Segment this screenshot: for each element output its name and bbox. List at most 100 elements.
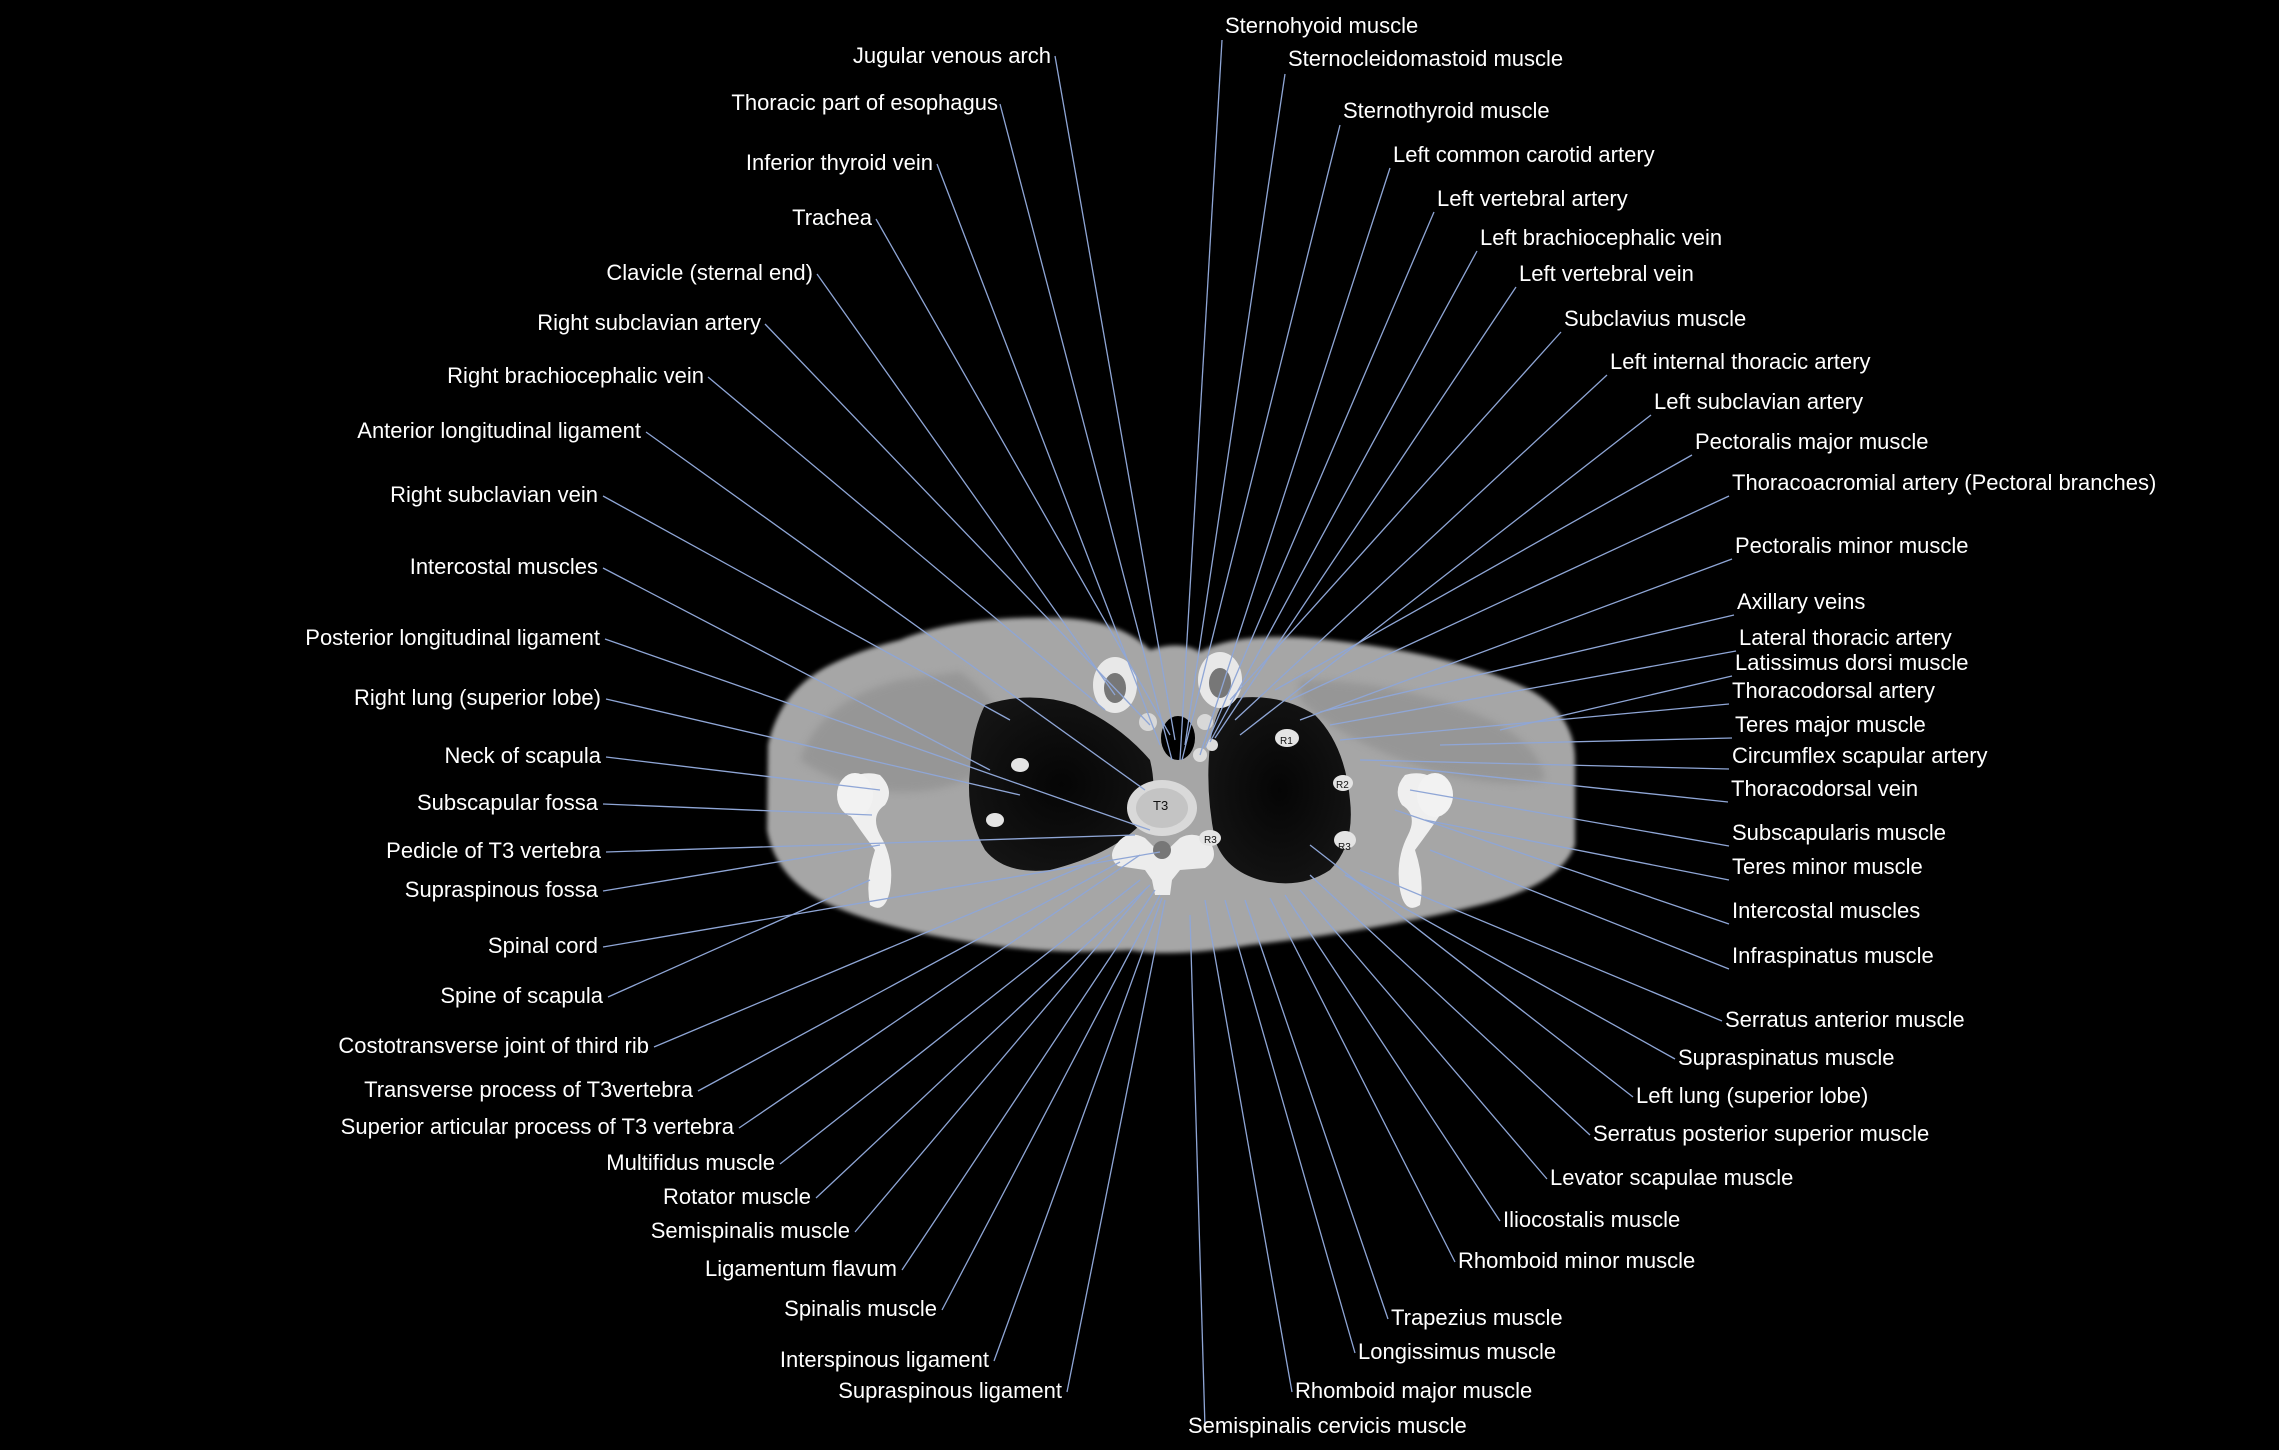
vessel xyxy=(1206,739,1218,751)
label-left-21: Rotator muscle xyxy=(663,1184,811,1209)
label-right-12: Lateral thoracic artery xyxy=(1739,625,1952,650)
label-left-1: Inferior thyroid vein xyxy=(746,150,933,175)
label-left-9: Posterior longitudinal ligament xyxy=(305,625,600,650)
label-left-16-leader-line xyxy=(607,879,871,998)
label-right-4: Left vertebral vein xyxy=(1519,261,1694,286)
label-right-20: Intercostal muscles xyxy=(1732,898,1920,923)
label-left-1-leader-line xyxy=(936,163,1161,746)
ct-cross-section: T3 R1 R2 R3 R3 xyxy=(767,617,1575,954)
label-right-18: Subscapularis muscle xyxy=(1732,820,1946,845)
label-right-15-leader-line xyxy=(1439,737,1733,746)
rib-r1 xyxy=(1275,729,1299,747)
label-right-30-leader-line xyxy=(1224,899,1356,1354)
label-right-4-leader-line xyxy=(1214,286,1517,739)
label-left-4: Right subclavian artery xyxy=(537,310,761,335)
label-top-1: Jugular venous arch xyxy=(853,43,1051,68)
label-left-23: Ligamentum flavum xyxy=(705,1256,897,1281)
label-left-16: Spine of scapula xyxy=(440,983,603,1008)
label-right-25: Serratus posterior superior muscle xyxy=(1593,1121,1929,1146)
label-top-1-leader-line xyxy=(1054,55,1176,741)
label-left-18: Transverse process of T3vertebra xyxy=(364,1077,694,1102)
label-right-17-leader-line xyxy=(1379,764,1729,803)
label-right-11-leader-line xyxy=(1319,614,1735,713)
label-left-6: Anterior longitudinal ligament xyxy=(357,418,641,443)
spinal-canal xyxy=(1153,841,1171,859)
label-left-9-leader-line xyxy=(604,638,1151,831)
label-left-8-leader-line xyxy=(602,567,991,771)
label-right-11: Axillary veins xyxy=(1737,589,1865,614)
label-right-13: Latissimus dorsi muscle xyxy=(1735,650,1969,675)
label-right-28: Rhomboid minor muscle xyxy=(1458,1248,1695,1273)
label-right-32-leader-line xyxy=(1189,914,1206,1429)
label-right-16-leader-line xyxy=(1359,759,1730,770)
label-left-19-leader-line xyxy=(738,854,1141,1129)
label-right-9-leader-line xyxy=(1289,495,1730,701)
label-left-25: Interspinous ligament xyxy=(780,1347,989,1372)
label-right-5: Subclavius muscle xyxy=(1564,306,1746,331)
rib-right-2 xyxy=(986,813,1004,827)
label-right-16: Circumflex scapular artery xyxy=(1732,743,1988,768)
label-right-29: Trapezius muscle xyxy=(1391,1305,1563,1330)
label-right-14: Thoracodorsal artery xyxy=(1732,678,1935,703)
rib-r3 xyxy=(1334,831,1356,849)
t3-vertebral-body-inner xyxy=(1136,788,1188,828)
label-left-5-leader-line xyxy=(707,376,1106,711)
label-right-20-leader-line xyxy=(1394,809,1730,925)
label-top-2: Sternocleidomastoid muscle xyxy=(1288,46,1563,71)
label-right-21-leader-line xyxy=(1429,849,1730,970)
label-right-8-leader-line xyxy=(1274,454,1693,691)
label-left-14: Supraspinous fossa xyxy=(405,877,599,902)
label-right-26-leader-line xyxy=(1299,889,1548,1180)
label-right-7-leader-line xyxy=(1239,414,1652,736)
label-right-3-leader-line xyxy=(1209,250,1478,743)
label-left-12-leader-line xyxy=(602,803,873,816)
label-left-17: Costotransverse joint of third rib xyxy=(338,1033,649,1058)
label-left-18-leader-line xyxy=(697,861,1121,1092)
label-right-8: Pectoralis major muscle xyxy=(1695,429,1929,454)
label-right-14-leader-line xyxy=(1339,703,1730,741)
rib-r3-posterior xyxy=(1199,830,1221,846)
label-right-27-leader-line xyxy=(1284,894,1501,1222)
fat-layer-right xyxy=(1300,680,1545,784)
rib-label-r2: R2 xyxy=(1336,780,1349,791)
label-left-7: Right subclavian vein xyxy=(390,482,598,507)
label-left-20: Multifidus muscle xyxy=(606,1150,775,1175)
label-left-3-leader-line xyxy=(816,273,1116,696)
label-left-0: Thoracic part of esophagus xyxy=(731,90,998,115)
label-right-24-leader-line xyxy=(1309,844,1634,1098)
label-right-25-leader-line xyxy=(1309,874,1591,1136)
label-left-24-leader-line xyxy=(941,894,1161,1311)
label-right-2-leader-line xyxy=(1204,211,1435,749)
label-right-22: Serratus anterior muscle xyxy=(1725,1007,1965,1032)
label-left-2-leader-line xyxy=(875,218,1171,736)
label-left-11-leader-line xyxy=(605,756,881,791)
left-lung xyxy=(1208,697,1351,884)
label-left-22-leader-line xyxy=(854,889,1146,1233)
label-left-6-leader-line xyxy=(645,431,1146,791)
label-left-22: Semispinalis muscle xyxy=(651,1218,850,1243)
label-right-6: Left internal thoracic artery xyxy=(1610,349,1870,374)
label-left-21-leader-line xyxy=(815,884,1151,1199)
label-right-2: Left vertebral artery xyxy=(1437,186,1628,211)
label-right-5-leader-line xyxy=(1229,331,1562,701)
label-left-25-leader-line xyxy=(993,897,1163,1362)
label-left-17-leader-line xyxy=(653,854,1111,1048)
right-humeral-head xyxy=(837,773,873,817)
label-right-12-leader-line xyxy=(1329,650,1737,726)
label-right-23: Supraspinatus muscle xyxy=(1678,1045,1894,1070)
label-left-0-leader-line xyxy=(999,103,1173,761)
right-lung xyxy=(969,697,1154,871)
label-right-0: Sternothyroid muscle xyxy=(1343,98,1550,123)
label-left-13-leader-line xyxy=(605,834,1136,853)
label-left-15: Spinal cord xyxy=(488,933,598,958)
label-left-5: Right brachiocephalic vein xyxy=(447,363,704,388)
label-right-7: Left subclavian artery xyxy=(1654,389,1863,414)
label-left-7-leader-line xyxy=(602,495,1011,721)
label-right-10: Pectoralis minor muscle xyxy=(1735,533,1969,558)
rib-right-1 xyxy=(1011,758,1029,772)
t3-posterior-elements xyxy=(1111,834,1214,895)
label-left-26: Supraspinous ligament xyxy=(838,1378,1062,1403)
label-left-11: Neck of scapula xyxy=(444,743,601,768)
label-left-4-leader-line xyxy=(764,323,1151,726)
